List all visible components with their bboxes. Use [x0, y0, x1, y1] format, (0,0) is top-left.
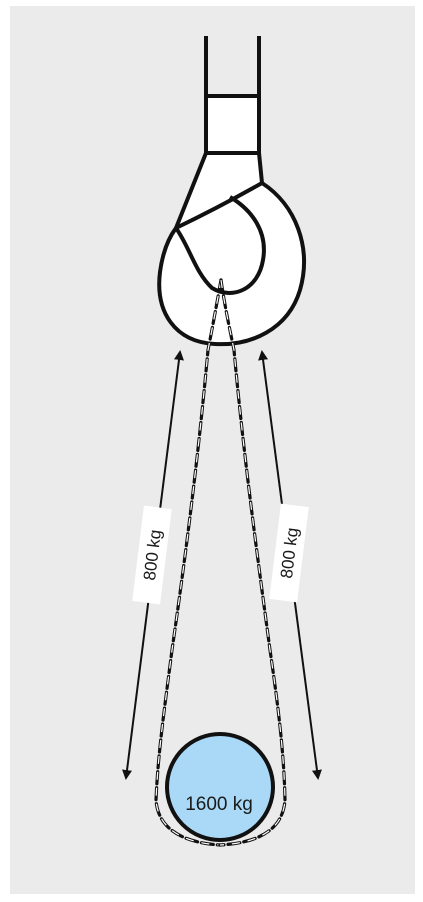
- hook-shank: [204, 36, 261, 155]
- crane-hook-icon: [157, 151, 306, 347]
- right-force-arrow: 800 kg: [258, 350, 322, 780]
- load-weight: 1600 kg: [165, 732, 275, 842]
- load-label: 1600 kg: [185, 794, 253, 815]
- left-force-arrow: 800 kg: [122, 350, 184, 780]
